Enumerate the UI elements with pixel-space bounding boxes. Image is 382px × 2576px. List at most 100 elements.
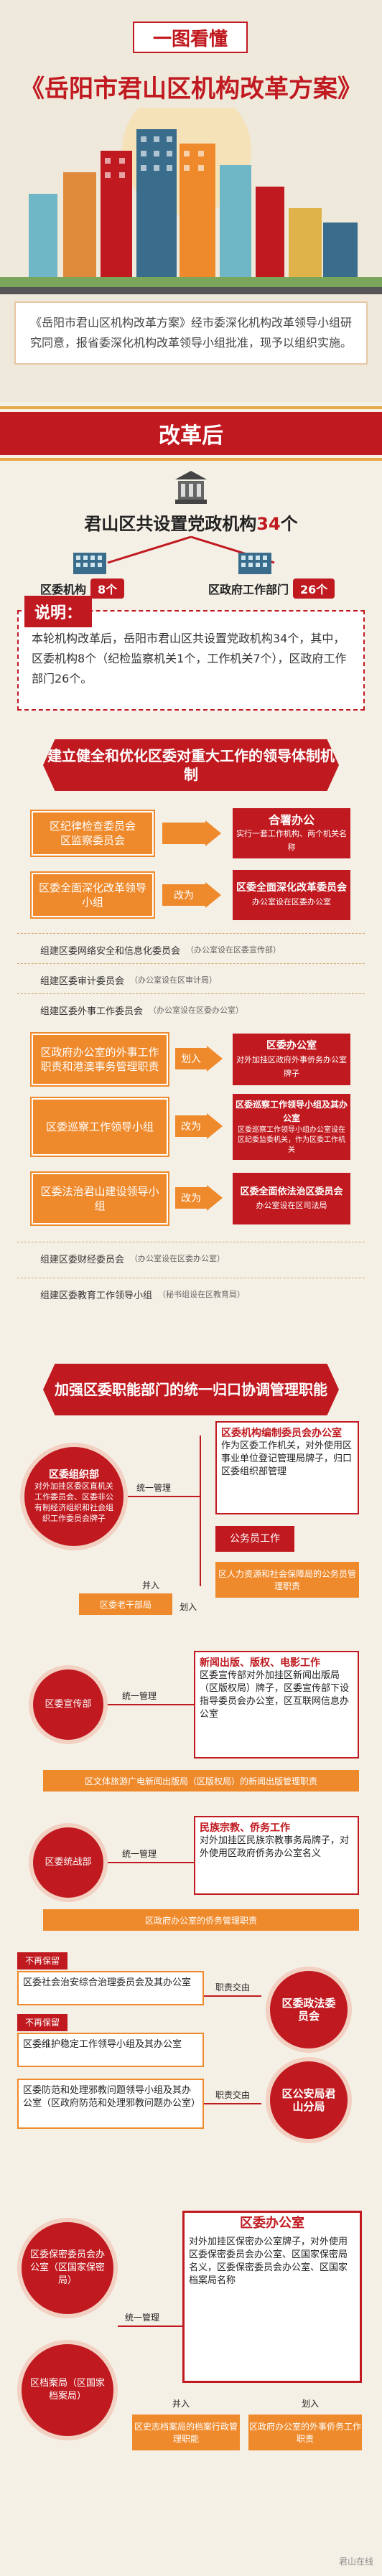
law-group-box: 区委法治君山建设领导小组: [30, 1171, 169, 1226]
org-merge-label: 并入: [142, 1580, 160, 1591]
publicity-connector: [108, 1704, 194, 1705]
archive-strip: 区史志档案局的档案行政管理职能: [132, 2415, 240, 2450]
row2-arrow-head: [205, 882, 221, 908]
divider-1: [17, 933, 365, 934]
united-front-box-text: 对外加挂区民族宗教事务局牌子，对外使用区政府侨务办公室名义: [200, 1835, 350, 1859]
banner-bottom-line: [0, 458, 382, 461]
united-front-box: 民族宗教、侨务工作 对外加挂区民族宗教事务局牌子，对外使用区政府侨务办公室名义: [194, 1816, 359, 1895]
party-building-icon: [73, 553, 106, 574]
row-audit: 组建区委审计委员会 （办公室设在区审计局）: [26, 969, 356, 990]
inspection-group-box: 区委巡察工作领导小组: [30, 1097, 169, 1157]
party-office-final-text: 对外加挂区保密办公室牌子，对外使用区委保密委员会办公室、区国家保密局名义，区委保…: [189, 2237, 348, 2286]
row-education-text: 组建区委教育工作领导小组: [40, 1290, 153, 1301]
total-agencies-line: 君山区共设置党政机构34个: [0, 510, 382, 535]
row7-arrow-head: [207, 1113, 223, 1139]
row1-arrow: [162, 823, 205, 844]
org-dept-note: 对外加挂区委区直机关工作委员会、区委非公有制经济组织和社会组织工作委员会牌子: [34, 1481, 113, 1523]
pol-circle-2: 区公安局君山分局: [266, 2057, 352, 2143]
united-front-unified-label: 统一管理: [122, 1849, 157, 1859]
bottom-merge-label: 并入: [172, 2399, 190, 2409]
party-office-title: 区委办公室: [266, 1039, 317, 1052]
party-office-box: 区委办公室 对外加挂区政府外事侨务办公室牌子: [233, 1034, 350, 1085]
row-network-security: 组建区委网络安全和信息化委员会 （办公室设在区委宣传部）: [26, 939, 356, 960]
total-prefix: 君山区共设置党政机构: [84, 514, 257, 534]
row-audit-note: （办公室设在区审计局）: [130, 975, 218, 985]
joint-office-box: 合署办公 实行一套工作机构、两个机关名称: [233, 808, 350, 858]
row-education: 组建区委教育工作领导小组 （秘书组设在区教育局）: [26, 1283, 356, 1305]
discipline-commission-box: 区纪律检查委员会 区监察委员会: [30, 810, 155, 857]
pol-tag-2: 不再保留: [17, 2014, 67, 2031]
united-front-strip: 区政府办公室的侨务管理职责: [43, 1909, 359, 1931]
total-suffix: 个: [280, 514, 298, 534]
watermark: 君山在线: [338, 2557, 373, 2567]
pol-tag-1: 不再保留: [17, 1952, 67, 1970]
joint-office-title: 合署办公: [268, 812, 315, 827]
org-unified-label: 统一管理: [136, 1483, 172, 1493]
reform-commission-box: 区委全面深化改革委员会 办公室设在区委办公室: [233, 870, 350, 920]
pol-circle-1: 区委政法委员会: [266, 1967, 352, 2053]
party-office-final-title: 区委办公室: [240, 2216, 304, 2231]
header-subtitle: 一图看懂: [133, 22, 248, 53]
note-text: 本轮机构改革后，岳阳市君山区共设置党政机构34个，其中，区委机构8个（纪检监察机…: [32, 632, 347, 685]
divider-2: [17, 963, 365, 964]
city-skyline-illustration: [0, 108, 382, 294]
cadre-bureau-strip: 区委老干部局: [79, 1593, 172, 1615]
row8-arrow: 改为: [175, 1187, 207, 1209]
functional-departments-section: 加强区委职能部门的统一归口协调管理职能 区委组织部 对外加挂区委区直机关工作委员…: [0, 1364, 382, 2153]
building-icon: [175, 471, 207, 504]
row-audit-text: 组建区委审计委员会: [40, 975, 125, 987]
pol-item-2: 区委维护稳定工作领导小组及其办公室: [17, 2033, 204, 2067]
reform-commission-title: 区委全面深化改革委员会: [236, 882, 347, 894]
party-office-sub: 对外加挂区政府外事侨务办公室牌子: [236, 1054, 347, 1078]
gov-office-foreign-box: 区政府办公室的外事工作职责和港澳事务管理职责: [30, 1032, 169, 1087]
org-committee-box: 区委机构编制委员会办公室 作为区委工作机关，对外使用区事业单位登记管理局牌子，归…: [215, 1421, 359, 1514]
row-network-security-text: 组建区委网络安全和信息化委员会: [40, 945, 181, 957]
mechanism-heading: 建立健全和优化区委对重大工作的领导体制机制: [43, 739, 339, 791]
pol-item-3: 区委防范和处理邪教问题领导小组及其办公室（区政府防范和处理邪教问题办公室）: [17, 2079, 204, 2129]
united-front-box-title: 民族宗教、侨务工作: [200, 1822, 290, 1834]
publicity-strip: 区文体旅游广电新闻出版局（区版权局）的新闻出版管理职责: [43, 1770, 359, 1792]
secret-committee-circle: 区委保密委员会办公室（区国家保密局）: [17, 2218, 118, 2318]
divider-3: [17, 993, 365, 994]
publicity-box: 新闻出版、版权、电影工作 区委宣传部对外加挂区新闻出版局（区版权局）牌子，区委宣…: [194, 1651, 359, 1758]
pol-flow-label-2: 职责交由: [215, 2090, 251, 2100]
row-finance-text: 组建区委财经委员会: [40, 1254, 125, 1265]
intro-paragraph: 《岳阳市君山区机构改革方案》经市委深化机构改革领导小组研究同意，报省委深化机构改…: [14, 301, 368, 365]
row-foreign-affairs-note: （办公室设在区委办公室）: [149, 1006, 244, 1015]
org-committee-title: 区委机构编制委员会办公室: [221, 1428, 342, 1439]
after-reform-banner: 改革后: [0, 412, 382, 455]
civil-service-strip: 区人力资源和社会保障局的公务员管理职责: [215, 1562, 359, 1598]
publicity-box-text: 区委宣传部对外加挂区新闻出版局（区版权局）牌子，区委宣传部下设指导委员会办公室，…: [200, 1670, 350, 1720]
row6-arrow-head: [207, 1046, 223, 1072]
joint-office-sub: 实行一套工作机构、两个机关名称: [236, 828, 347, 852]
inspection-office-box: 区委巡察工作领导小组及其办公室 区委巡察工作领导小组办公室设在区纪委监委机关，作…: [233, 1094, 350, 1160]
bottom-connector: [118, 2326, 182, 2327]
row2-arrow: 改为: [162, 884, 205, 906]
note-tag: 说明：: [24, 596, 93, 627]
united-front-connector: [108, 1862, 194, 1863]
org-dept-circle: 区委组织部 对外加挂区委区直机关工作委员会、区委非公有制经济组织和社会组织工作委…: [20, 1443, 128, 1550]
row-network-security-note: （办公室设在区委宣传部）: [186, 945, 281, 955]
archive-circle: 区档案局（区国家档案局）: [17, 2340, 118, 2440]
publicity-box-title: 新闻出版、版权、电影工作: [200, 1657, 320, 1669]
banner-top-line: [0, 406, 382, 409]
party-office-final-box: 区委办公室 对外加挂区保密办公室牌子，对外使用区委保密委员会办公室、区国家保密局…: [182, 2211, 362, 2383]
row7-arrow: 改为: [175, 1115, 207, 1137]
total-number: 34: [256, 514, 281, 534]
row-finance-note: （办公室设在区委办公室）: [130, 1254, 225, 1263]
law-commission-sub: 办公室设在区司法局: [256, 1201, 327, 1210]
civil-service-box: 公务员工作: [215, 1526, 294, 1552]
inspection-office-sub: 区委巡察工作领导小组办公室设在区纪委监委机关，作为区委工作机关: [238, 1126, 345, 1154]
gov-building-icon: [238, 553, 271, 574]
row-education-note: （秘书组设在区教育局）: [158, 1290, 246, 1299]
pol-connector-1: [204, 1995, 261, 1997]
reform-commission-sub: 办公室设在区委办公室: [252, 897, 331, 907]
page-title: 《岳阳市君山区机构改革方案》: [20, 75, 362, 103]
publicity-dept-circle: 区委宣传部: [29, 1665, 108, 1744]
law-commission-title: 区委全面依法治区委员会: [240, 1186, 343, 1197]
row-foreign-affairs-text: 组建区委外事工作委员会: [40, 1006, 144, 1017]
inspection-office-title: 区委巡察工作领导小组及其办公室: [236, 1100, 348, 1123]
bottom-section: 区委保密委员会办公室（区国家保密局） 区档案局（区国家档案局） 统一管理 区委办…: [0, 2153, 382, 2576]
